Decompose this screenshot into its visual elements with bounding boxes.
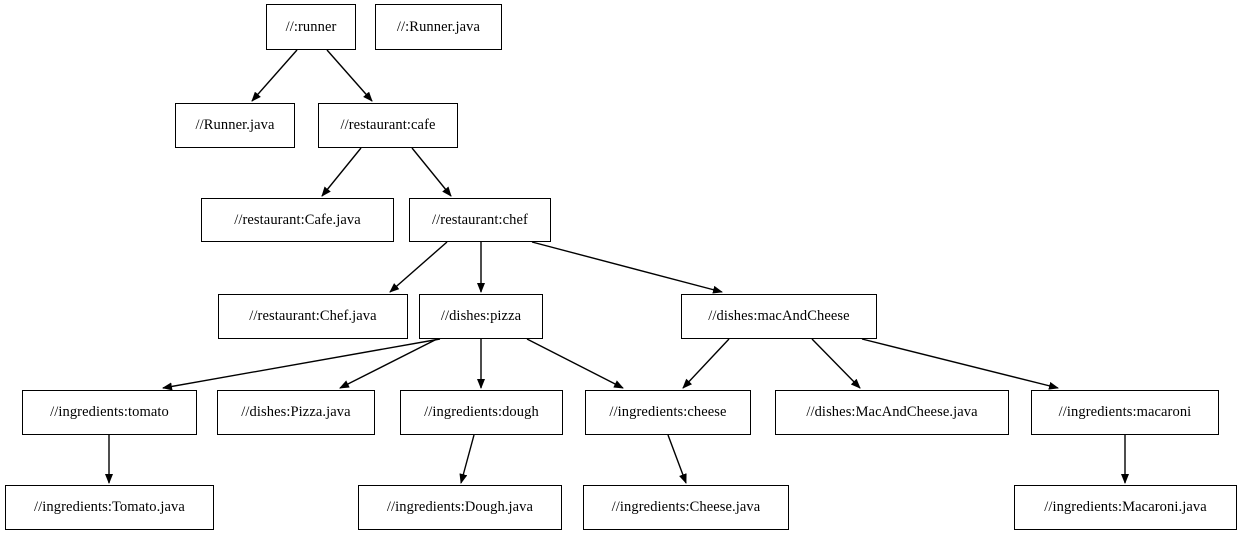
graph-node-label: //restaurant:chef bbox=[432, 211, 528, 228]
graph-node-label: //ingredients:Tomato.java bbox=[34, 499, 185, 516]
graph-node-runner[interactable]: //:runner bbox=[266, 4, 356, 50]
graph-node-label: //dishes:Pizza.java bbox=[241, 404, 351, 421]
graph-node-label: //ingredients:Macaroni.java bbox=[1044, 499, 1207, 516]
graph-node-label: //ingredients:dough bbox=[424, 404, 539, 421]
graph-node-ing_dough_java[interactable]: //ingredients:Dough.java bbox=[358, 485, 562, 530]
graph-node-label: //restaurant:Cafe.java bbox=[234, 211, 361, 228]
graph-node-dishes_pizza[interactable]: //dishes:pizza bbox=[419, 294, 543, 339]
graph-node-dishes_mac_java[interactable]: //dishes:MacAndCheese.java bbox=[775, 390, 1009, 435]
graph-node-ing_macaroni_java[interactable]: //ingredients:Macaroni.java bbox=[1014, 485, 1237, 530]
graph-node-runner_java_root[interactable]: //:Runner.java bbox=[375, 4, 502, 50]
graph-node-label: //ingredients:Dough.java bbox=[386, 499, 534, 516]
graph-node-label: //:Runner.java bbox=[396, 18, 481, 35]
graph-node-label: //ingredients:macaroni bbox=[1058, 404, 1192, 421]
graph-node-label: //:runner bbox=[285, 18, 337, 35]
graph-node-label: //ingredients:tomato bbox=[50, 404, 169, 421]
graph-node-label: //ingredients:cheese bbox=[609, 404, 727, 421]
graph-node-ing_macaroni[interactable]: //ingredients:macaroni bbox=[1031, 390, 1219, 435]
graph-node-restaurant_cafe[interactable]: //restaurant:cafe bbox=[318, 103, 458, 148]
graph-node-ing_cheese_java[interactable]: //ingredients:Cheese.java bbox=[583, 485, 789, 530]
graph-node-label: //dishes:pizza bbox=[440, 308, 522, 325]
graph-node-runner_java[interactable]: //Runner.java bbox=[175, 103, 295, 148]
graph-node-restaurant_cafe_java[interactable]: //restaurant:Cafe.java bbox=[201, 198, 394, 242]
graph-node-ing_tomato[interactable]: //ingredients:tomato bbox=[22, 390, 197, 435]
graph-node-ing_tomato_java[interactable]: //ingredients:Tomato.java bbox=[5, 485, 214, 530]
graph-node-label: //Runner.java bbox=[195, 117, 275, 134]
graph-node-restaurant_chef_java[interactable]: //restaurant:Chef.java bbox=[218, 294, 408, 339]
graph-node-label: //restaurant:cafe bbox=[340, 117, 436, 134]
graph-node-dishes_mac[interactable]: //dishes:macAndCheese bbox=[681, 294, 877, 339]
graph-node-ing_cheese[interactable]: //ingredients:cheese bbox=[585, 390, 751, 435]
graph-node-label: //dishes:MacAndCheese.java bbox=[806, 404, 978, 421]
graph-node-restaurant_chef[interactable]: //restaurant:chef bbox=[409, 198, 551, 242]
graph-node-dishes_pizza_java[interactable]: //dishes:Pizza.java bbox=[217, 390, 375, 435]
graph-node-label: //restaurant:Chef.java bbox=[249, 308, 377, 325]
graph-node-ing_dough[interactable]: //ingredients:dough bbox=[400, 390, 563, 435]
graph-node-label: //dishes:macAndCheese bbox=[708, 308, 850, 325]
graph-node-label: //ingredients:Cheese.java bbox=[611, 499, 761, 516]
